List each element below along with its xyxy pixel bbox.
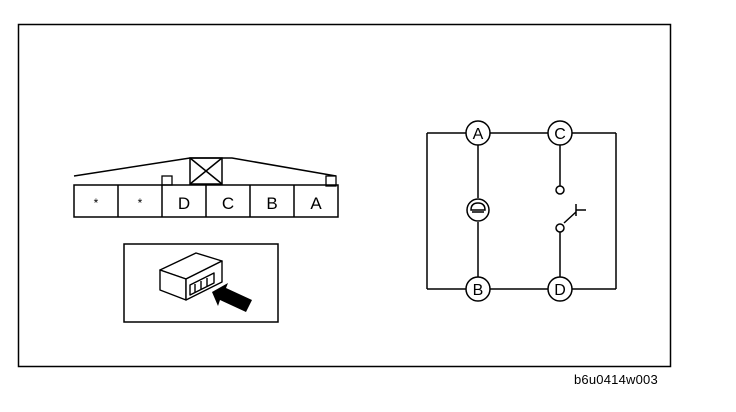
terminal-c: C	[547, 120, 573, 146]
circuit-schematic	[426, 132, 617, 290]
connector-latch	[189, 157, 223, 185]
connector-tab-right	[325, 175, 337, 187]
terminal-c-label: C	[554, 126, 566, 143]
connector-3d-icon	[159, 252, 223, 301]
pin-label-2: *	[138, 196, 143, 210]
diagram-frame	[17, 23, 672, 368]
connector-face: * * D C B A	[73, 157, 339, 218]
pin-label-1: *	[94, 196, 99, 210]
connector-roof	[73, 157, 337, 177]
pin-label-4: C	[222, 194, 234, 213]
switch-icon	[555, 185, 586, 233]
pin-label-5: B	[266, 194, 277, 213]
lamp-icon	[466, 198, 490, 222]
terminal-d: D	[547, 276, 573, 302]
connector-view-inset	[123, 243, 279, 323]
connector-tab-left	[161, 175, 173, 186]
figure-reference-code: b6u0414w003	[574, 372, 658, 387]
insertion-arrow-icon	[212, 283, 252, 312]
terminal-b: B	[465, 276, 491, 302]
terminal-a: A	[465, 120, 491, 146]
terminal-b-label: B	[473, 282, 484, 299]
pin-label-3: D	[178, 194, 190, 213]
terminal-a-label: A	[473, 126, 484, 143]
terminal-d-label: D	[554, 282, 566, 299]
pin-label-6: A	[310, 194, 322, 213]
inset-frame	[123, 243, 279, 323]
